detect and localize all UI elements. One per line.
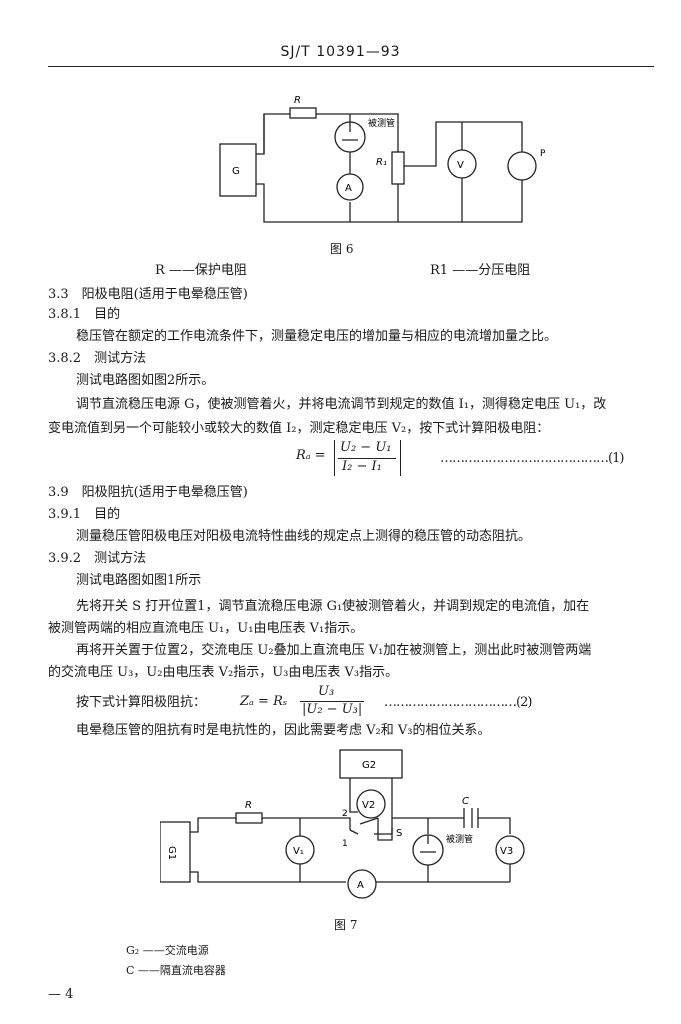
paragraph-3-9-2-5: 的交流电压 U₃，U₂由电压表 V₂指示，U₃由电压表 V₃指示。: [48, 665, 399, 680]
resistor-r: [289, 107, 317, 119]
label-s: S: [396, 828, 402, 839]
figure-7-caption: 图 7: [334, 918, 358, 932]
ammeter-a: [347, 869, 377, 899]
abs-bar-left: [334, 440, 337, 476]
label-v2: V2: [362, 800, 375, 811]
formula-2-numerator: U₃: [318, 684, 335, 699]
label-r1: R₁: [376, 157, 387, 168]
label-v: V: [457, 160, 464, 171]
figure-7-diagram: G2 V2 R C G1 V₁ 2 1 S 被测管 V3 A: [160, 749, 525, 899]
source-g-box: [219, 143, 257, 197]
legend-g2: G₂ ——交流电源: [126, 944, 209, 957]
legend-r: R ——保护电阻: [155, 263, 247, 278]
label-g2: G2: [362, 760, 376, 771]
paragraph-3-9-2-4: 再将开关置于位置2，交流电压 U₂叠加上直流电压 V₁加在被测管上，测出此时被测…: [76, 643, 592, 658]
label-a: A: [357, 880, 364, 891]
paragraph-3-8-2-2: 调节直流稳压电源 G，使被测管着火，并将电流调节到规定的数值 I₁，测得稳定电压…: [76, 397, 607, 412]
label-p: P: [540, 149, 546, 159]
section-3-9-2: 3.9.2 测试方法: [48, 551, 147, 566]
voltmeter-v2: [356, 789, 386, 819]
section-3-3: 3.3 阳极电阻(适用于电晕稳压管): [48, 287, 248, 302]
legend-c: C ——隔直流电容器: [126, 964, 226, 977]
label-tube: 被测管: [368, 117, 395, 129]
label-c: C: [462, 796, 469, 807]
paragraph-3-9-2-1: 测试电路图如图1所示: [76, 573, 202, 588]
label-r: R: [245, 800, 252, 811]
label-v3: V3: [500, 846, 513, 857]
fraction-bar-1: [338, 458, 396, 459]
section-3-8-1: 3.8.1 目的: [48, 307, 121, 322]
header-rule: [48, 66, 654, 67]
formula-2-number: ……………………………(2): [384, 695, 532, 710]
label-position-1: 1: [342, 839, 348, 849]
formula-2-lhs: Zₐ = Rₛ: [240, 694, 288, 709]
paragraph-3-8-2-3: 变电流值到另一个可能较小或较大的数值 I₂，测定稳定电压 V₂，按下式计算阳极电…: [48, 421, 550, 436]
paragraph-3-8-2-1: 测试电路图如图2所示。: [76, 373, 215, 388]
label-position-2: 2: [342, 809, 348, 819]
paragraph-3-9-1: 测量稳压管阳极电压对阳极电流特性曲线的规定点上测得的稳压管的动态阻抗。: [76, 529, 532, 544]
source-g1-box: [160, 821, 191, 883]
paragraph-3-8-1: 稳压管在额定的工作电流条件下，测量稳定电压的增加量与相应的电流增加量之比。: [76, 329, 558, 344]
formula-1-lhs: Rₐ =: [296, 448, 326, 463]
paragraph-3-9-2-2: 先将开关 S 打开位置1，调节直流稳压电源 G₁使被测管着火，并调到规定的电流值…: [76, 599, 590, 614]
fraction-bar-2: [300, 701, 364, 702]
paragraph-3-9-2-7: 电晕稳压管的阻抗有时是电抗性的，因此需要考虑 V₂和 V₃的相位关系。: [76, 723, 491, 738]
figure-6-caption: 图 6: [330, 242, 354, 256]
label-a: A: [345, 183, 352, 194]
page-header: SJ/T 10391—93: [280, 44, 401, 60]
resistor-r: [235, 812, 263, 824]
source-g2-box: [339, 749, 403, 779]
formula-1-denominator: I₂ − I₁: [342, 459, 382, 474]
paragraph-3-9-2-6: 按下式计算阳极阻抗：: [76, 695, 207, 710]
section-3-8-2: 3.8.2 测试方法: [48, 351, 147, 366]
meter-p: [507, 151, 537, 181]
label-g1: G1: [166, 846, 177, 860]
label-v1: V₁: [293, 846, 304, 857]
section-3-9: 3.9 阳极阻抗(适用于电晕稳压管): [48, 485, 248, 500]
formula-1-number: ……………………………………(1): [440, 451, 624, 466]
formula-1-numerator: U₂ − U₁: [340, 440, 392, 455]
resistor-r1: [391, 151, 405, 185]
section-3-9-1: 3.9.1 目的: [48, 507, 121, 522]
label-tube: 被测管: [446, 833, 473, 845]
paragraph-3-9-2-3: 被测管两端的相应直流电压 U₁，U₁由电压表 V₁指示。: [48, 621, 364, 636]
page-number: — 4: [48, 987, 74, 1002]
figure-6-diagram: R G 被测管 A R₁ V P: [219, 95, 546, 223]
abs-bar-right: [400, 440, 403, 476]
formula-2-denominator: |U₂ − U₃|: [302, 702, 363, 717]
label-r: R: [294, 95, 301, 106]
legend-r1: R1 ——分压电阻: [430, 263, 531, 278]
label-g: G: [232, 166, 240, 177]
